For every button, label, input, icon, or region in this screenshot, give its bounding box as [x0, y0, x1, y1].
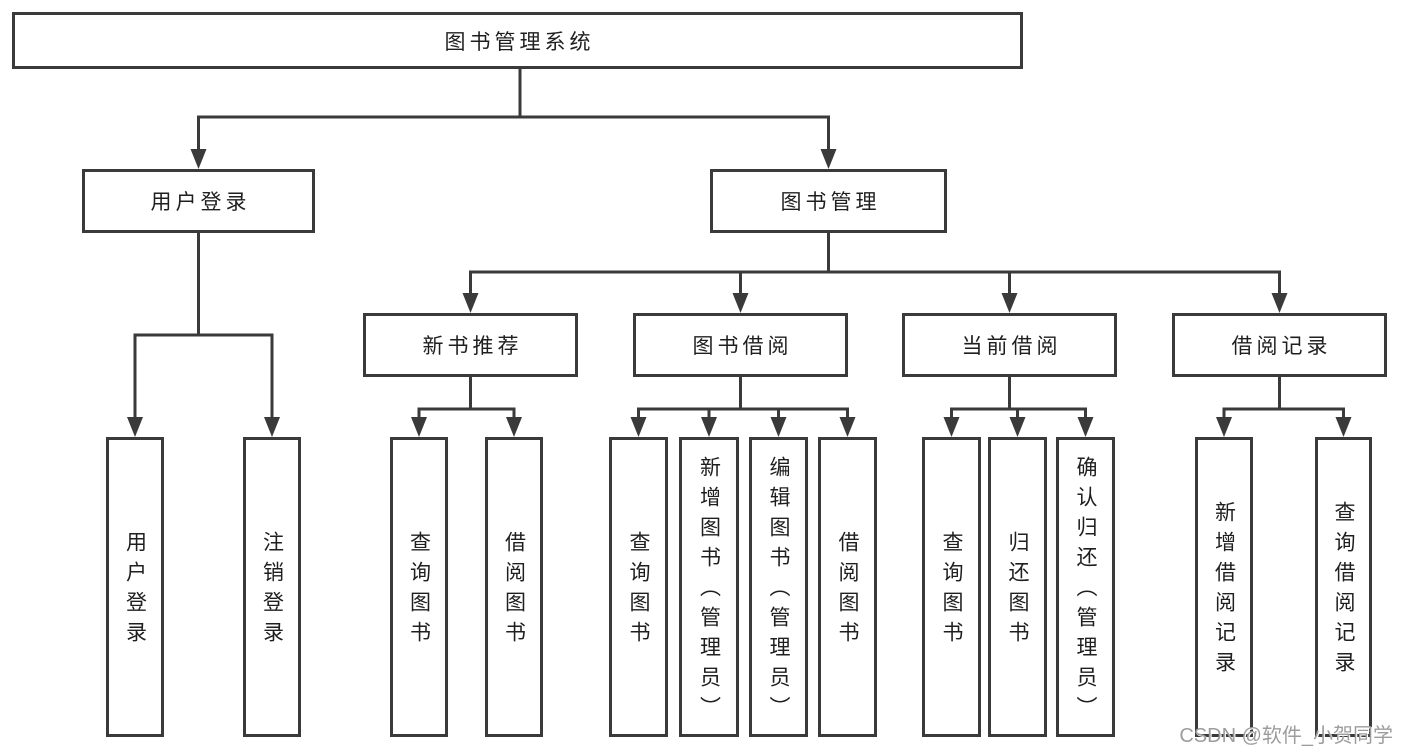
arrow-icon: [127, 417, 143, 437]
node-book-borrowing-label: 图书借阅: [692, 335, 793, 358]
connector-book-management-bar: [469, 270, 1281, 296]
arrow-icon: [1216, 417, 1232, 437]
leaf-borrow-books-recommend-label: 借阅图书: [502, 531, 526, 651]
leaf-user-login-label: 用户登录: [123, 531, 147, 651]
leaf-confirm-return-admin: 确认归还（管理员）: [1056, 437, 1115, 737]
arrow-icon: [839, 417, 856, 437]
leaf-return-books-label: 归还图书: [1006, 531, 1029, 651]
leaf-borrow-books-label: 借阅图书: [836, 531, 859, 651]
node-book-borrowing: 图书借阅: [633, 313, 848, 377]
leaf-confirm-return-admin-label: 确认归还（管理员）: [1074, 456, 1097, 726]
leaf-edit-book-admin-label: 编辑图书（管理员）: [767, 456, 790, 726]
leaf-logout: 注销登录: [243, 437, 301, 737]
arrow-icon: [190, 149, 207, 169]
leaf-query-books-borrow-label: 查询图书: [627, 531, 650, 651]
node-book-management: 图书管理: [710, 169, 947, 233]
arrow-icon: [506, 417, 522, 437]
leaf-query-borrow-record: 查询借阅记录: [1315, 437, 1372, 737]
node-new-book-recommend: 新书推荐: [363, 313, 578, 377]
arrow-icon: [701, 417, 717, 437]
arrow-icon: [1009, 417, 1026, 437]
leaf-query-borrow-record-label: 查询借阅记录: [1332, 501, 1355, 681]
node-user-login: 用户登录: [82, 169, 315, 233]
connector-borrow-records-bar: [1222, 407, 1345, 420]
connector-level2-stems: [469, 377, 1281, 409]
leaf-borrow-books-recommend: 借阅图书: [485, 437, 543, 737]
node-library-system: 图书管理系统: [12, 12, 1023, 69]
node-borrowing-records: 借阅记录: [1172, 313, 1387, 377]
node-current-borrowing: 当前借阅: [902, 313, 1117, 377]
arrow-icon: [411, 417, 427, 437]
arrowheads: [127, 149, 1352, 437]
leaf-return-books: 归还图书: [988, 437, 1047, 737]
leaf-logout-label: 注销登录: [260, 531, 284, 651]
arrow-icon: [820, 149, 837, 169]
arrow-icon: [1001, 293, 1018, 313]
arrow-icon: [630, 417, 647, 437]
arrow-icon: [462, 293, 479, 313]
leaf-query-books-recommend-label: 查询图书: [407, 531, 431, 651]
node-book-management-label: 图书管理: [780, 191, 881, 214]
arrow-icon: [1077, 417, 1094, 437]
node-library-system-label: 图书管理系统: [444, 30, 595, 54]
node-new-book-recommend-label: 新书推荐: [422, 335, 523, 358]
leaf-add-book-admin-label: 新增图书（管理员）: [697, 456, 721, 726]
arrow-icon: [264, 417, 280, 437]
leaf-add-borrow-record-label: 新增借阅记录: [1212, 501, 1236, 681]
connector-book-borrow-bar: [637, 407, 849, 420]
node-current-borrowing-label: 当前借阅: [961, 335, 1062, 358]
arrow-icon: [943, 417, 960, 437]
leaf-user-login: 用户登录: [106, 437, 164, 737]
node-borrowing-records-label: 借阅记录: [1231, 335, 1332, 358]
connector-user-login-bar: [133, 333, 274, 420]
leaf-query-books-recommend: 查询图书: [390, 437, 448, 737]
leaf-query-books-current: 查询图书: [922, 437, 981, 737]
leaf-query-books-borrow: 查询图书: [609, 437, 668, 737]
leaf-borrow-books: 借阅图书: [818, 437, 877, 737]
arrow-icon: [1335, 417, 1352, 437]
connector-level1-bar: [197, 115, 830, 152]
leaf-query-books-current-label: 查询图书: [940, 531, 963, 651]
connector-new-book-bar: [417, 407, 516, 420]
leaf-add-borrow-record: 新增借阅记录: [1195, 437, 1253, 737]
node-user-login-label: 用户登录: [150, 191, 251, 214]
arrow-icon: [1271, 293, 1288, 313]
leaf-add-book-admin: 新增图书（管理员）: [679, 437, 739, 737]
arrow-icon: [770, 417, 787, 437]
arrow-icon: [732, 293, 749, 313]
leaf-edit-book-admin: 编辑图书（管理员）: [749, 437, 808, 737]
csdn-watermark: CSDN @软件_小贺同学: [1179, 725, 1393, 747]
